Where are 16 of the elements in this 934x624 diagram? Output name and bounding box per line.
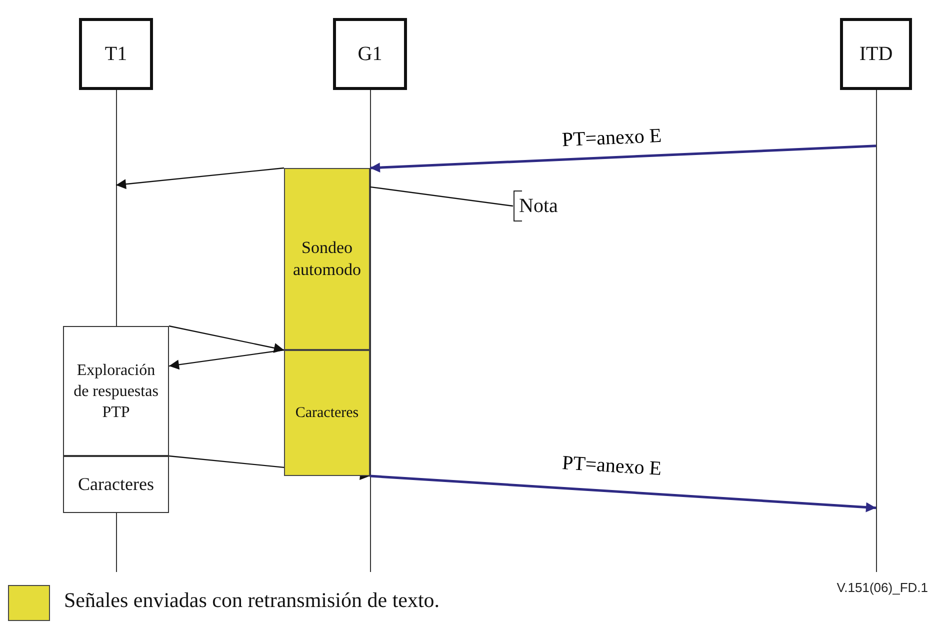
participant-box: T1 bbox=[79, 18, 153, 90]
message-arrow bbox=[116, 167, 284, 190]
note-text: Nota bbox=[513, 190, 573, 222]
message-arrow bbox=[370, 474, 876, 512]
message-arrow bbox=[168, 325, 284, 353]
figure-code: V.151(06)_FD.1 bbox=[836, 580, 928, 595]
message-arrow bbox=[168, 349, 284, 370]
leader-line bbox=[370, 186, 514, 207]
activation-bar: Sondeo automodo bbox=[284, 168, 370, 350]
legend-text: Señales enviadas con retransmisión de texto. bbox=[64, 588, 440, 613]
process-box: Caracteres bbox=[63, 456, 169, 513]
process-box: Exploración de respuestas PTP bbox=[63, 326, 169, 456]
participant-box: G1 bbox=[333, 18, 407, 90]
activation-bar: Caracteres bbox=[284, 350, 370, 476]
participant-box: ITD bbox=[840, 18, 912, 90]
message-arrow bbox=[370, 144, 876, 173]
